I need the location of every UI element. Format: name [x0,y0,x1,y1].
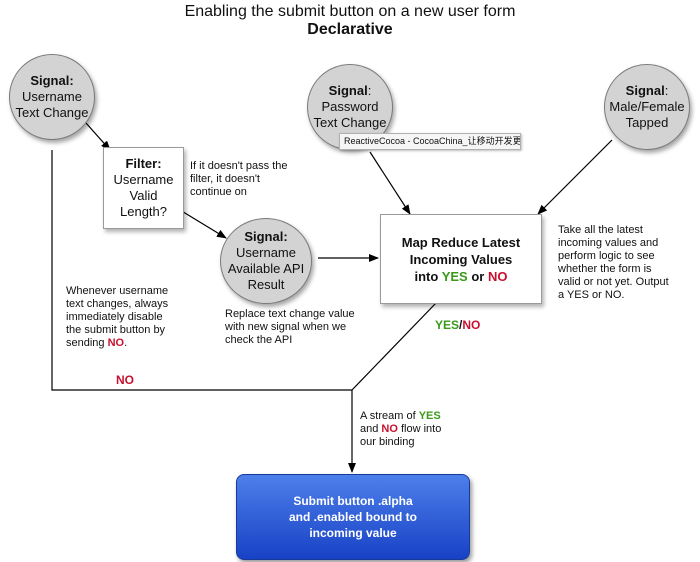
signal-text: Result [247,277,285,292]
note-line: incoming values and [558,237,659,249]
note-line: Whenever username [66,285,169,297]
signal-label: Signal: [30,73,74,88]
submit-text: incoming value [309,526,397,540]
yes-value: YES [441,268,468,284]
line-map-to-junction [351,302,437,391]
diagram-title: Enabling the submit button on a new user… [184,3,516,20]
note-line: A stream of [360,410,416,422]
submit-button-binding: Submit button .alpha and .enabled bound … [236,474,470,560]
note-punct: . [124,337,128,349]
replace-note: Replace text change value with new signa… [225,308,355,347]
note-line: immediately disable [66,311,163,323]
signal-label: Signal [328,83,368,98]
note-line: sending [66,337,105,349]
signal-text: Tapped [625,115,669,130]
username-text-change-signal: Signal: Username Text Change [9,54,95,140]
signal-label: Signal: [244,229,288,244]
note-line: check the API [225,334,293,346]
diagram-subtitle: Declarative [307,21,393,38]
signal-label: Signal [625,83,665,98]
filter-text: Username [113,172,174,187]
no-value: NO [107,337,125,349]
note-line: whether the form is [558,263,652,275]
map-reduce-into: into [414,268,439,284]
filter-note: If it doesn't pass the filter, it doesn'… [190,160,288,199]
logic-note: Take all the latest incoming values and … [558,224,669,302]
map-reduce-text: Incoming Values [409,251,513,267]
note-line: Replace text change value [225,308,355,320]
note-line: Take all the latest [558,224,643,236]
note-line: continue on [190,186,247,198]
signal-label-colon: : [367,83,372,98]
note-line: a YES or NO. [558,289,625,301]
gender-tapped-signal: Signal: Male/Female Tapped [604,64,690,150]
note-line: perform logic to see [558,250,655,262]
signal-text: Male/Female [609,99,685,114]
filter-text: Length? [120,204,167,219]
no-edge-label: NO [116,373,134,387]
yes-no-edge-label: YES/NO [435,318,480,332]
signal-text: Text Change [313,115,387,130]
line-username-disable [51,150,352,391]
browser-tooltip: ReactiveCocoa - CocoaChina_让移动开发更简单 [339,133,521,150]
slash: / [459,318,463,332]
filter-valid-length-box: Filter: Username Valid Length? [103,147,184,229]
username-available-api-signal: Signal: Username Available API Result [220,218,312,304]
map-reduce-or: or [471,268,485,284]
arrow-filter-to-api [179,209,227,239]
signal-text: Username [22,89,82,104]
signal-text: Text Change [15,105,89,120]
arrow-gender-to-map [537,139,613,215]
note-line: the submit button by [66,324,166,336]
signal-text: Password [321,99,379,114]
submit-text: Submit button .alpha [293,494,413,508]
no-value: NO [487,268,508,284]
filter-text: Valid [129,188,158,203]
filter-label: Filter: [125,156,162,171]
signal-text: Username [236,245,296,260]
map-reduce-box: Map Reduce Latest Incoming Values into Y… [380,214,542,304]
no-value: NO [462,318,481,332]
note-line: with new signal when we [225,321,347,333]
yes-value: YES [435,318,460,332]
note-line: and [360,423,379,435]
note-line: If it doesn't pass the [190,160,288,172]
signal-label-colon: : [664,83,669,98]
arrow-username-to-filter [85,122,111,151]
signal-text: Available API [227,261,305,276]
note-line: valid or not yet. Output [558,276,669,288]
note-line: filter, it doesn't [190,173,260,185]
note-line: flow into [400,423,442,435]
submit-text: and .enabled bound to [289,510,417,524]
note-line: text changes, always [66,298,169,310]
disable-note: Whenever username text changes, always i… [66,285,168,350]
note-line: our binding [360,436,415,448]
yes-value: YES [418,410,441,422]
stream-note: A stream of YES and NO flow into our bin… [360,410,441,449]
map-reduce-text: Map Reduce Latest [401,234,521,250]
no-value: NO [381,423,398,435]
arrow-password-to-map [369,151,411,215]
